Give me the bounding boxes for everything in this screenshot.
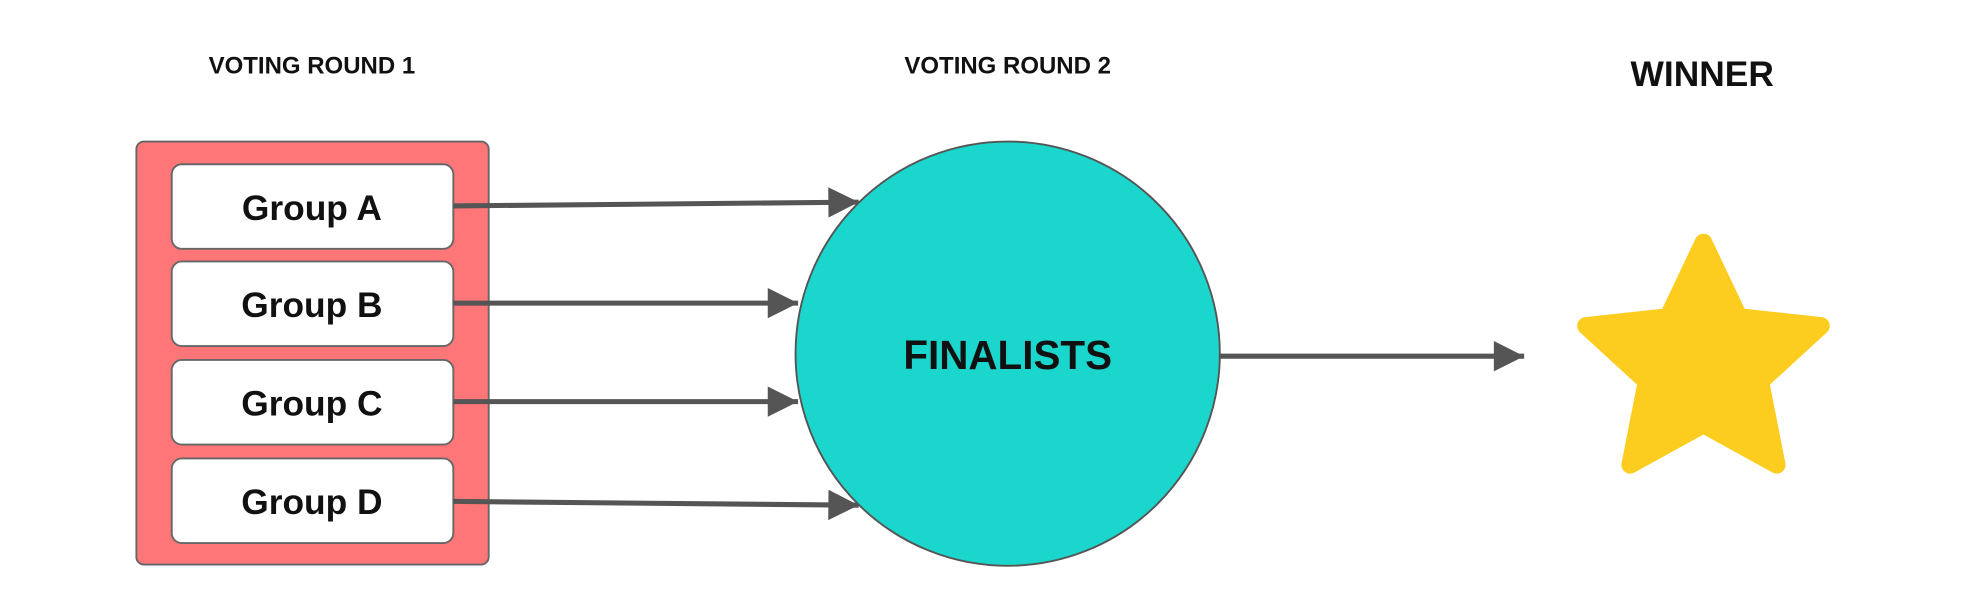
arrow-group-d-to-finalists — [453, 489, 859, 521]
heading-voting-round-2: VOTING ROUND 2 — [904, 52, 1111, 79]
heading-winner: WINNER — [1631, 55, 1774, 94]
star-icon — [1577, 233, 1830, 474]
group-label: Group B — [241, 286, 382, 325]
finalists-label: FINALISTS — [903, 332, 1112, 378]
group-label: Group A — [242, 189, 382, 228]
finalists-circle: FINALISTS — [794, 140, 1221, 567]
group-label: Group C — [241, 385, 382, 424]
group-box-b: Group B — [170, 260, 455, 348]
group-box-c: Group C — [170, 359, 455, 446]
group-box-a: Group A — [170, 163, 455, 250]
group-label: Group D — [241, 483, 382, 522]
arrow-group-a-to-finalists — [453, 187, 859, 218]
group-box-d: Group D — [170, 457, 455, 545]
heading-voting-round-1: VOTING ROUND 1 — [209, 52, 416, 79]
